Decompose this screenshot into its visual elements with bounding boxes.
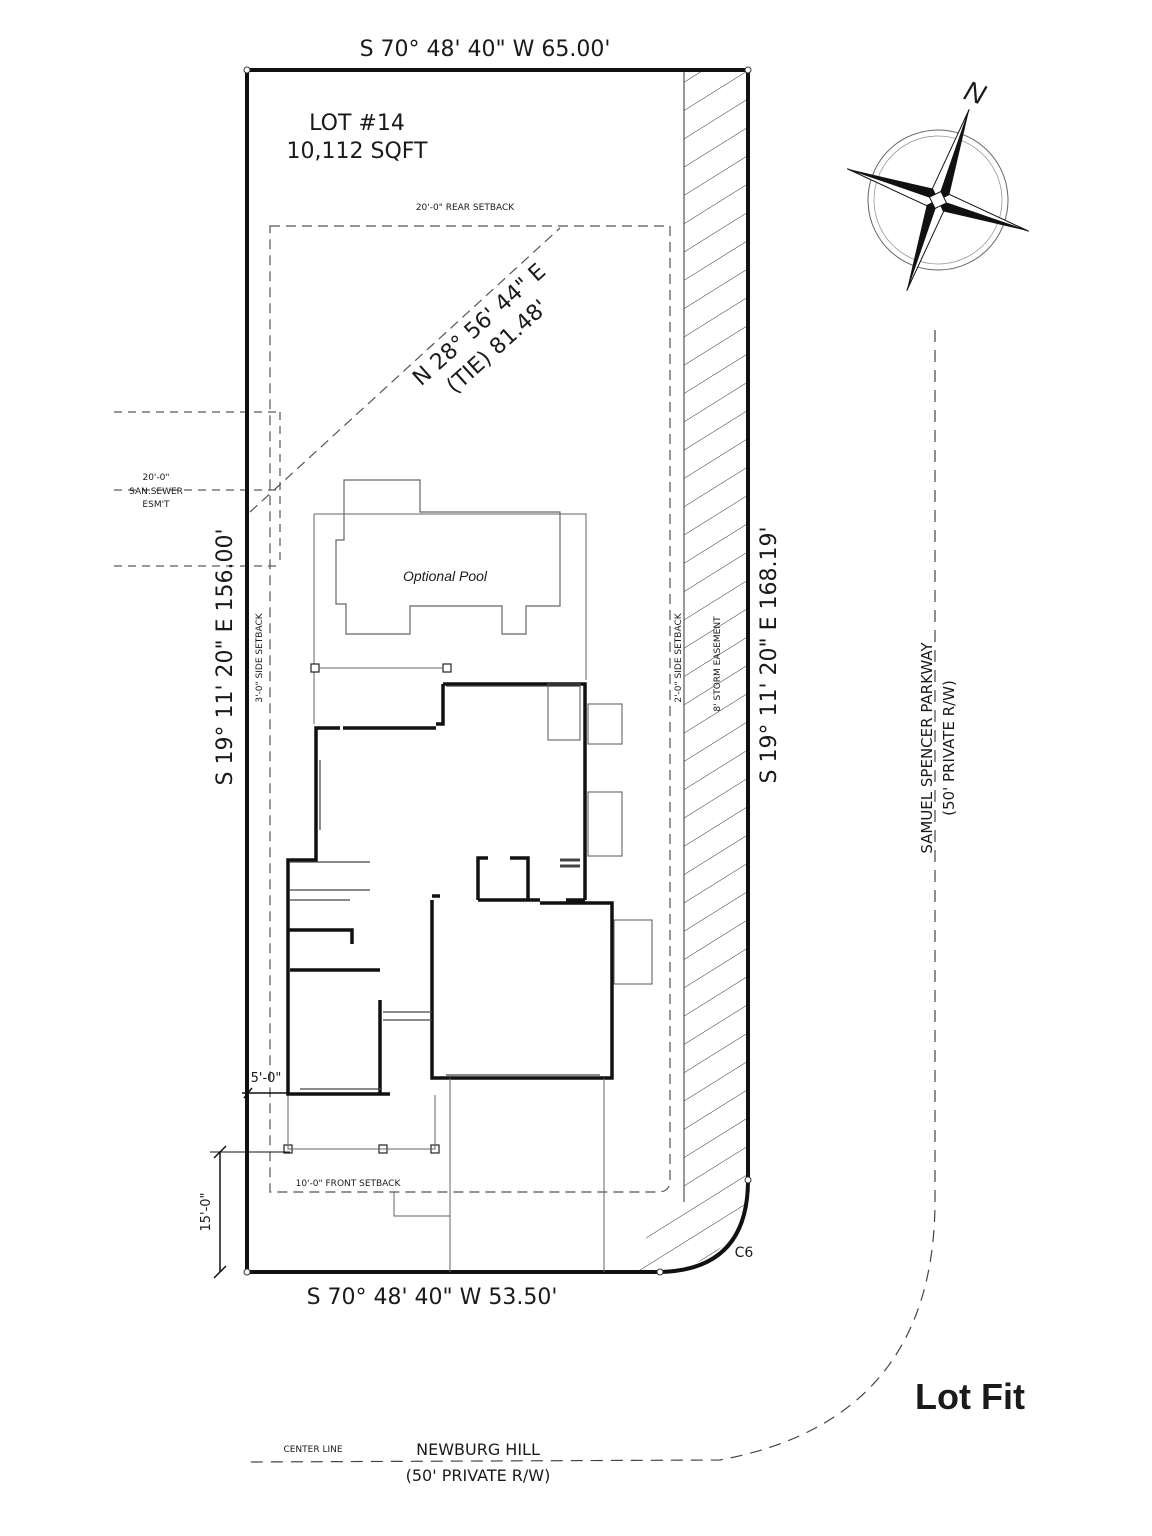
front-porch-line: [287, 1095, 436, 1150]
east-road-row: (50' PRIVATE R/W): [940, 680, 958, 816]
page-title: Lot Fit: [915, 1376, 1025, 1417]
curve-label: C6: [735, 1245, 754, 1261]
rear-setback-label: 20'-0" REAR SETBACK: [416, 203, 515, 213]
storm-easement-label: 8' STORM EASEMENT: [713, 616, 723, 712]
sewer-easement-lines: [114, 411, 281, 567]
driveway-lines: [393, 1078, 605, 1272]
house-thin-lines: [290, 685, 600, 1090]
east-boundary-label: S 19° 11' 20" E 168.19': [757, 526, 782, 783]
center-line-label: CENTER LINE: [283, 1445, 342, 1455]
window-boxes: [547, 683, 653, 985]
patio-posts: [283, 663, 452, 1154]
north-boundary-label: S 70° 48' 40" W 65.00': [360, 37, 611, 62]
lot-area: 10,112 SQFT: [287, 139, 429, 164]
house-walls: [286, 682, 614, 1096]
left-side-setback-label: 3'-0" SIDE SETBACK: [255, 612, 265, 702]
sewer-width-label: 20'-0": [142, 473, 169, 483]
boundary-corner-marks: [243, 66, 752, 1276]
pool-deck: [314, 513, 587, 680]
setback-line: [269, 225, 671, 1193]
right-side-setback-label: 2'-0" SIDE SETBACK: [674, 612, 684, 702]
pool-outline: [335, 479, 561, 635]
east-road-name: SAMUEL SPENCER PARKWAY: [918, 642, 936, 854]
south-boundary-label: S 70° 48' 40" W 53.50': [307, 1285, 558, 1310]
front-dim-label: 15'-0": [199, 1192, 214, 1231]
lot-boundary: [245, 68, 750, 1274]
front-dim-line: [210, 1087, 290, 1279]
sewer-line1-label: SAN.SEWER: [129, 487, 183, 497]
compass-rose: N: [847, 75, 1029, 291]
west-boundary-label: S 19° 11' 20" E 156.00': [213, 528, 238, 785]
tie-line: [249, 227, 561, 513]
sewer-line2-label: ESM'T: [142, 500, 170, 510]
lot-number: LOT #14: [309, 111, 405, 136]
south-road-row: (50' PRIVATE R/W): [406, 1466, 551, 1485]
porch-dim-label: 5'-0": [251, 1071, 282, 1086]
south-road-name: NEWBURG HILL: [416, 1440, 540, 1459]
pool-label: Optional Pool: [403, 568, 488, 584]
compass-north-label: N: [960, 75, 990, 111]
front-setback-label: 10'-0" FRONT SETBACK: [296, 1179, 402, 1189]
